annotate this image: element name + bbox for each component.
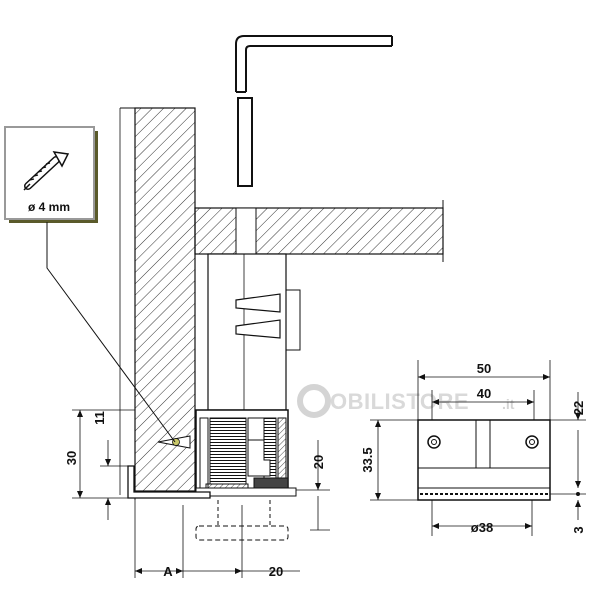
dim-side-30: 30 — [64, 451, 79, 465]
dim-side-11: 11 — [92, 411, 107, 425]
dim-inner-width: 40 — [477, 386, 491, 401]
dimension-left-side: 11 30 — [64, 409, 135, 520]
leveler-top-view — [417, 419, 551, 501]
dim-top-width: 50 — [477, 361, 491, 376]
dimension-33-5: 33.5 — [360, 419, 418, 501]
screw-callout: ø 4 mm — [4, 126, 176, 443]
side-panel — [119, 107, 196, 500]
dimension-mid-20: 20 — [296, 440, 330, 531]
watermark-suffix: .it — [502, 396, 515, 412]
dim-right-upper: 22 — [571, 401, 586, 415]
watermark-text: OBILISTORE — [330, 389, 469, 414]
dimension-50: 50 — [417, 360, 551, 420]
dimension-38: ø38 — [431, 500, 533, 536]
dim-bottom-20: 20 — [269, 564, 283, 579]
screw-size-label: ø 4 mm — [28, 200, 70, 214]
dim-mid-20: 20 — [311, 455, 326, 469]
dim-base-diameter: ø38 — [471, 520, 493, 535]
adjuster-column — [207, 253, 301, 411]
watermark: OBILISTORE .it — [297, 384, 515, 418]
shelf-panel — [194, 200, 444, 262]
dim-right-lower: 3 — [571, 526, 586, 533]
dimension-bottom: A 20 — [134, 500, 300, 579]
dim-bottom-a: A — [163, 564, 173, 579]
dimension-right: 22 3 — [550, 392, 586, 534]
allen-key — [235, 35, 393, 187]
leveler-body — [195, 409, 297, 497]
screw-icon — [23, 151, 70, 191]
dim-left-height: 33.5 — [360, 447, 375, 472]
dimension-40: 40 — [431, 386, 535, 420]
